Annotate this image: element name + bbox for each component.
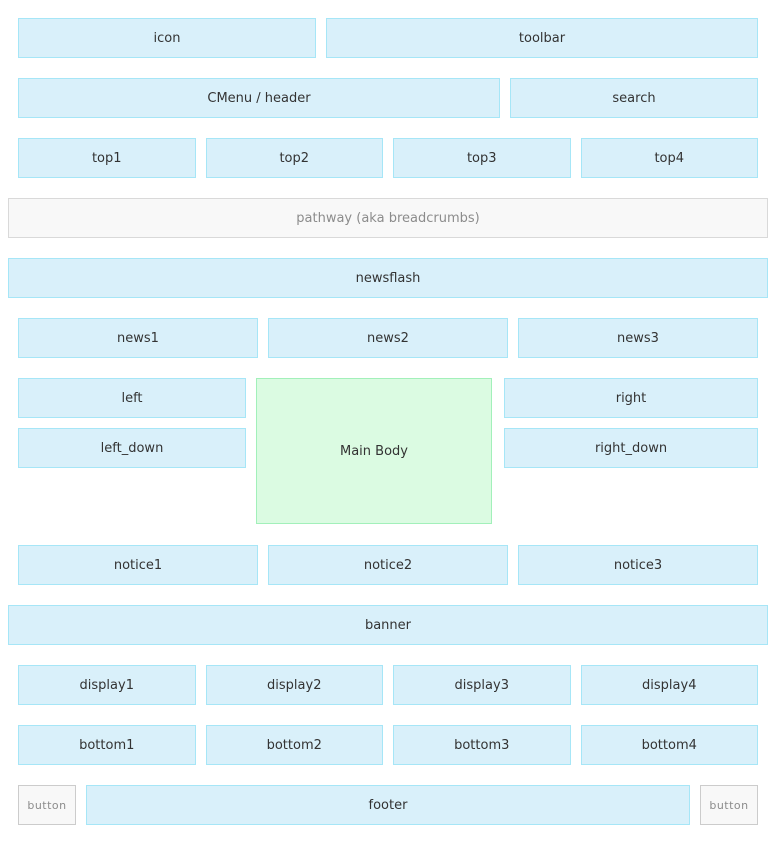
module-search: search [510, 78, 758, 118]
menu-row: CMenu / header search [18, 78, 758, 118]
banner-row: banner [8, 605, 768, 645]
module-pathway-breadcrumbs: pathway (aka breadcrumbs) [8, 198, 768, 238]
footer-row: button footer button [18, 785, 758, 825]
module-display2: display2 [205, 665, 383, 705]
module-bottom3: bottom3 [393, 725, 571, 765]
notice-row: notice1 notice2 notice3 [18, 545, 758, 585]
module-bottom4: bottom4 [580, 725, 758, 765]
module-news1: news1 [18, 318, 258, 358]
top-row: top1 top2 top3 top4 [18, 138, 758, 178]
main-body: Main Body [256, 378, 492, 524]
module-display3: display3 [393, 665, 571, 705]
middle-section: left left_down Main Body right right_dow… [18, 378, 758, 524]
module-banner: banner [8, 605, 768, 645]
module-right: right [504, 378, 758, 418]
module-newsflash: newsflash [8, 258, 768, 298]
left-column: left left_down [18, 378, 246, 524]
module-news2: news2 [268, 318, 508, 358]
newsflash-row: newsflash [8, 258, 768, 298]
bottom-row: bottom1 bottom2 bottom3 bottom4 [18, 725, 758, 765]
left-button[interactable]: button [18, 785, 76, 825]
module-left-down: left_down [18, 428, 246, 468]
module-notice1: notice1 [18, 545, 258, 585]
module-right-down: right_down [504, 428, 758, 468]
module-top2: top2 [205, 138, 383, 178]
module-icon: icon [18, 18, 316, 58]
module-news3: news3 [518, 318, 758, 358]
news-row: news1 news2 news3 [18, 318, 758, 358]
module-top1: top1 [18, 138, 196, 178]
right-button[interactable]: button [700, 785, 758, 825]
module-toolbar: toolbar [326, 18, 758, 58]
module-left: left [18, 378, 246, 418]
module-footer: footer [86, 785, 690, 825]
module-display4: display4 [580, 665, 758, 705]
module-display1: display1 [18, 665, 196, 705]
module-top4: top4 [580, 138, 758, 178]
right-column: right right_down [504, 378, 758, 524]
pathway-row: pathway (aka breadcrumbs) [8, 198, 768, 238]
module-bottom1: bottom1 [18, 725, 196, 765]
header-row: icon toolbar [18, 18, 758, 58]
module-notice2: notice2 [268, 545, 508, 585]
module-top3: top3 [393, 138, 571, 178]
module-notice3: notice3 [518, 545, 758, 585]
module-bottom2: bottom2 [205, 725, 383, 765]
display-row: display1 display2 display3 display4 [18, 665, 758, 705]
module-cmenu-header: CMenu / header [18, 78, 500, 118]
